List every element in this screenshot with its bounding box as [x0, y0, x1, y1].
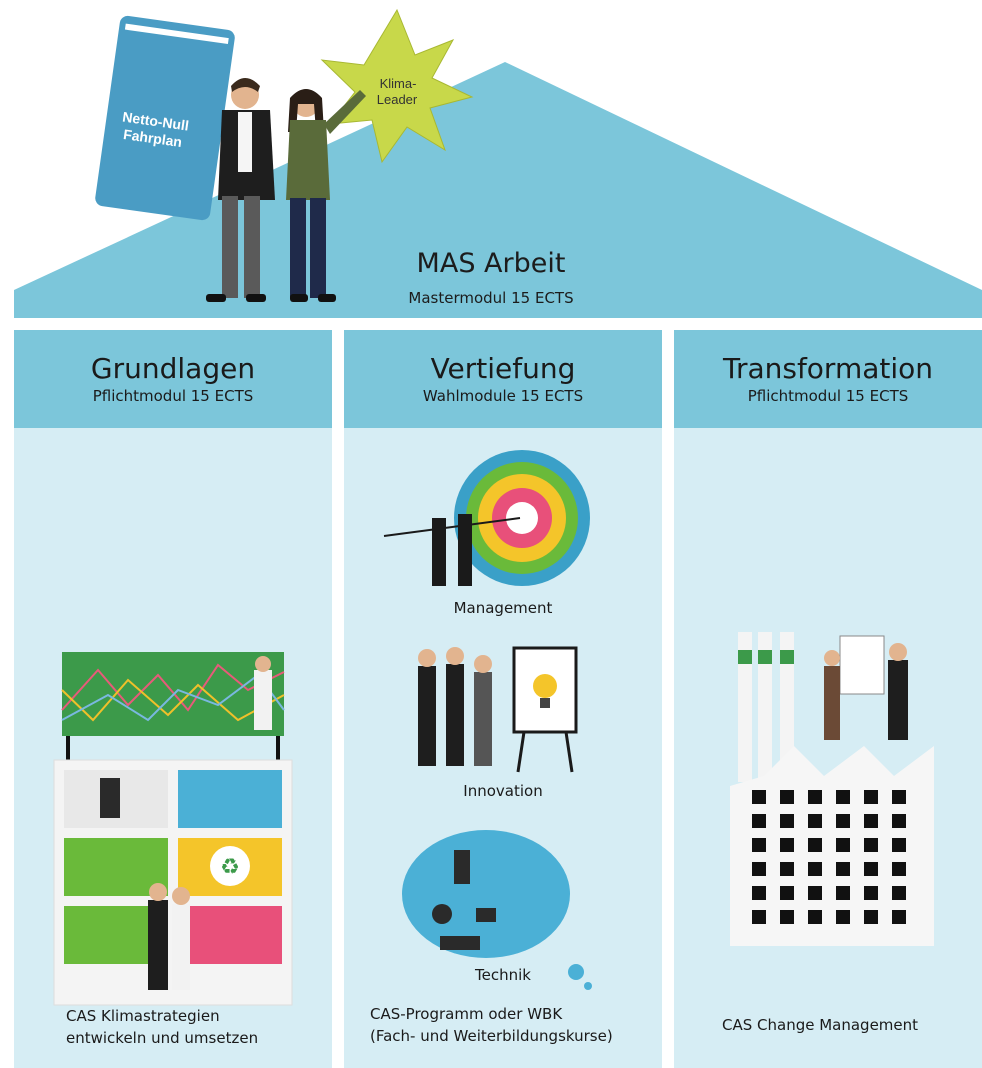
factory-window — [836, 886, 850, 900]
factory-window — [864, 838, 878, 852]
factory-window — [808, 886, 822, 900]
roof-subtitle: Mastermodul 15 ECTS — [408, 289, 574, 307]
column-title: Grundlagen — [90, 352, 256, 385]
factory-window — [892, 862, 906, 876]
factory-window — [892, 910, 906, 924]
svg-text:♻: ♻ — [220, 855, 240, 880]
factory-window — [836, 814, 850, 828]
factory-window — [752, 838, 766, 852]
factory-window — [752, 862, 766, 876]
person-man-icon — [206, 78, 275, 302]
factory-window — [808, 838, 822, 852]
factory-window — [780, 790, 794, 804]
factory-window — [864, 862, 878, 876]
factory-window — [864, 910, 878, 924]
factory-window — [808, 790, 822, 804]
column-header: Vertiefung Wahlmodule 15 ECTS — [344, 330, 662, 428]
column-subtitle: Pflichtmodul 15 ECTS — [92, 387, 254, 405]
person-woman-icon — [286, 89, 366, 302]
footer-line-1: CAS-Programm oder WBK — [370, 1005, 563, 1023]
book-icon: Netto-Null Fahrplan — [95, 15, 235, 221]
lightbulb-icon — [418, 646, 578, 773]
column-subtitle: Pflichtmodul 15 ECTS — [747, 387, 909, 405]
svg-text:Leader: Leader — [377, 92, 418, 107]
factory-window — [752, 910, 766, 924]
item-technik: Technik — [475, 966, 531, 984]
factory-window — [808, 862, 822, 876]
column-footer: CAS-Programm oder WBK (Fach- und Weiterb… — [370, 1003, 613, 1047]
factory-window — [808, 814, 822, 828]
column-vertiefung: Vertiefung Wahlmodule 15 ECTS Management… — [344, 330, 662, 1068]
factory-icon — [730, 632, 934, 946]
footer-line-2: entwickeln und umsetzen — [66, 1029, 259, 1047]
column-title: Transformation — [722, 352, 934, 385]
factory-window — [892, 886, 906, 900]
footer-line-1: CAS Klimastrategien — [66, 1007, 220, 1025]
roof-illustration: Netto-Null Fahrplan Klima- Leader — [14, 8, 982, 318]
star-icon: Klima- Leader — [320, 8, 474, 164]
item-management: Management — [453, 599, 553, 617]
factory-window — [864, 790, 878, 804]
column-footer: CAS Change Management — [722, 1014, 918, 1036]
column-title: Vertiefung — [430, 352, 576, 385]
factory-window — [836, 910, 850, 924]
column-footer: CAS Klimastrategien entwickeln und umset… — [66, 1005, 258, 1049]
factory-window — [780, 814, 794, 828]
column-transformation: Transformation Pflichtmodul 15 ECTS CAS … — [674, 330, 982, 1068]
target-icon — [383, 450, 590, 586]
svg-text:Klima-: Klima- — [380, 76, 417, 91]
factory-window — [836, 790, 850, 804]
factory-window — [892, 790, 906, 804]
factory-window — [780, 910, 794, 924]
dashboard-illustration: ♻ — [53, 652, 293, 1006]
factory-window — [892, 838, 906, 852]
factory-window — [864, 814, 878, 828]
factory-window — [836, 862, 850, 876]
footer-line-2: (Fach- und Weiterbildungskurse) — [370, 1027, 613, 1045]
column-grundlagen: Grundlagen Pflichtmodul 15 ECTS ♻ CAS Kl… — [14, 330, 332, 1068]
factory-window — [780, 862, 794, 876]
column-header: Grundlagen Pflichtmodul 15 ECTS — [14, 330, 332, 428]
factory-window — [892, 814, 906, 828]
column-subtitle: Wahlmodule 15 ECTS — [422, 387, 584, 405]
roof-title: MAS Arbeit — [416, 248, 566, 279]
factory-window — [752, 790, 766, 804]
footer-line-1: CAS Change Management — [722, 1016, 919, 1034]
factory-window — [836, 838, 850, 852]
column-header: Transformation Pflichtmodul 15 ECTS — [674, 330, 982, 428]
factory-window — [780, 838, 794, 852]
item-innovation: Innovation — [463, 782, 543, 800]
factory-window — [808, 910, 822, 924]
factory-window — [780, 886, 794, 900]
factory-window — [864, 886, 878, 900]
thought-bubble-icon — [402, 830, 592, 990]
factory-window — [752, 814, 766, 828]
factory-window — [752, 886, 766, 900]
